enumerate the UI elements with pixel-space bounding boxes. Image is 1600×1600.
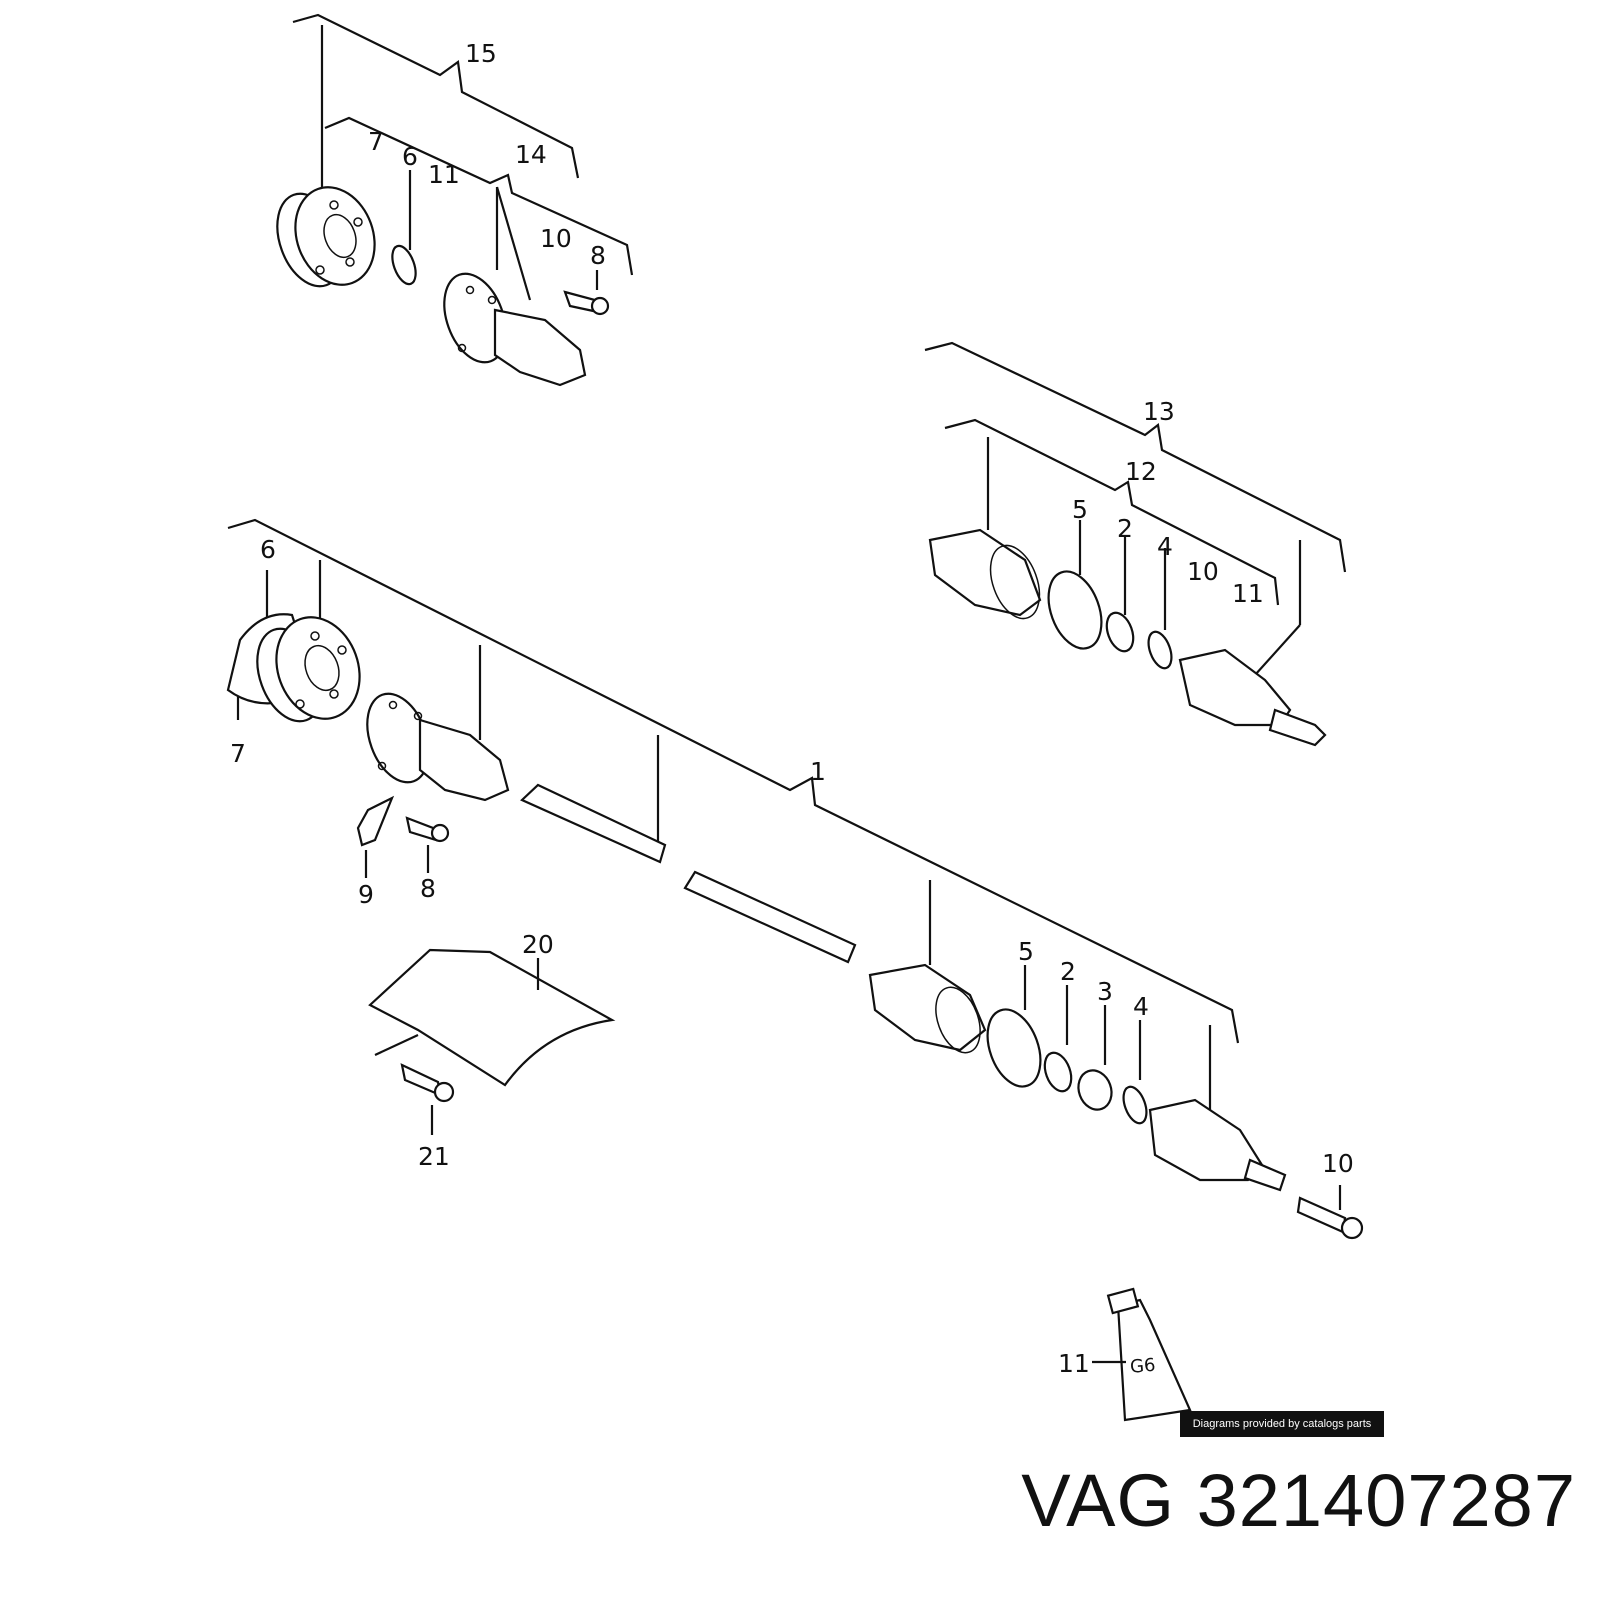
callout-labels: 15 7 6 11 14 10 8 13 12 5 2 4 10 11 6 7 …	[230, 39, 1354, 1378]
boot-flange-left	[366, 692, 510, 802]
part-title: VAG 321407287	[1021, 1458, 1576, 1543]
callout-7: 7	[368, 127, 384, 156]
inner-boot-right	[928, 528, 1042, 620]
callout-2: 2	[1060, 957, 1076, 986]
callout-11: 11	[1232, 579, 1264, 608]
bracket-13	[924, 341, 1347, 676]
bracket-12	[944, 418, 1280, 630]
callout-10: 10	[540, 224, 572, 253]
callout-21: 21	[418, 1142, 450, 1171]
callout-6: 6	[260, 535, 276, 564]
callout-11: 11	[1058, 1349, 1090, 1378]
bracket-15	[292, 13, 580, 190]
callout-8: 8	[420, 874, 436, 903]
callout-13: 13	[1143, 397, 1175, 426]
part-number: 321407287	[1196, 1459, 1576, 1542]
callout-4: 4	[1157, 532, 1173, 561]
callout-8: 8	[590, 241, 606, 270]
hose-clamp-right	[1047, 570, 1103, 650]
callout-3: 3	[1097, 977, 1113, 1006]
callout-10: 10	[1187, 557, 1219, 586]
brand-name: VAG	[1021, 1459, 1176, 1542]
washer-right	[1105, 611, 1135, 653]
heat-shield	[368, 948, 616, 1087]
callout-2: 2	[1117, 514, 1133, 543]
callout-1: 1	[810, 757, 826, 786]
circlip-lower	[1122, 1020, 1148, 1125]
callout-4: 4	[1133, 992, 1149, 1021]
washer-lower	[1043, 985, 1073, 1093]
callout-12: 12	[1125, 457, 1157, 486]
hose-clamp-lower	[986, 965, 1042, 1088]
outer-cv-joint-top	[276, 186, 376, 288]
bracket-14	[324, 116, 634, 301]
diagram-credit: Diagrams provided by catalogs parts	[1180, 1411, 1384, 1437]
grease-tube	[1092, 1287, 1192, 1422]
callout-9: 9	[358, 880, 374, 909]
callout-6: 6	[402, 142, 418, 171]
bolt-left	[405, 816, 450, 873]
callout-5: 5	[1018, 937, 1034, 966]
circlip-right	[1147, 630, 1173, 670]
outer-joint-right	[1178, 648, 1327, 747]
inner-boot-lower	[868, 963, 987, 1054]
outer-joint-lower	[1148, 1098, 1287, 1192]
cap-lower	[1077, 1005, 1113, 1111]
bolt-top	[563, 290, 610, 316]
callout-15: 15	[465, 39, 497, 68]
callout-11: 11	[428, 160, 460, 189]
callout-5: 5	[1072, 495, 1088, 524]
lock-plate	[356, 795, 395, 878]
drive-shaft	[520, 783, 857, 964]
callout-10: 10	[1322, 1149, 1354, 1178]
circlip-top	[391, 244, 417, 286]
callout-20: 20	[522, 930, 554, 959]
bolt-heat-shield	[400, 1063, 455, 1135]
outer-cv-joint-left	[256, 616, 361, 723]
bolt-lower-right	[1296, 1185, 1364, 1240]
grease-tube-label: G6	[1129, 1355, 1156, 1378]
callout-14: 14	[515, 140, 547, 169]
callout-7: 7	[230, 739, 246, 768]
boot-flange-top	[443, 272, 587, 387]
